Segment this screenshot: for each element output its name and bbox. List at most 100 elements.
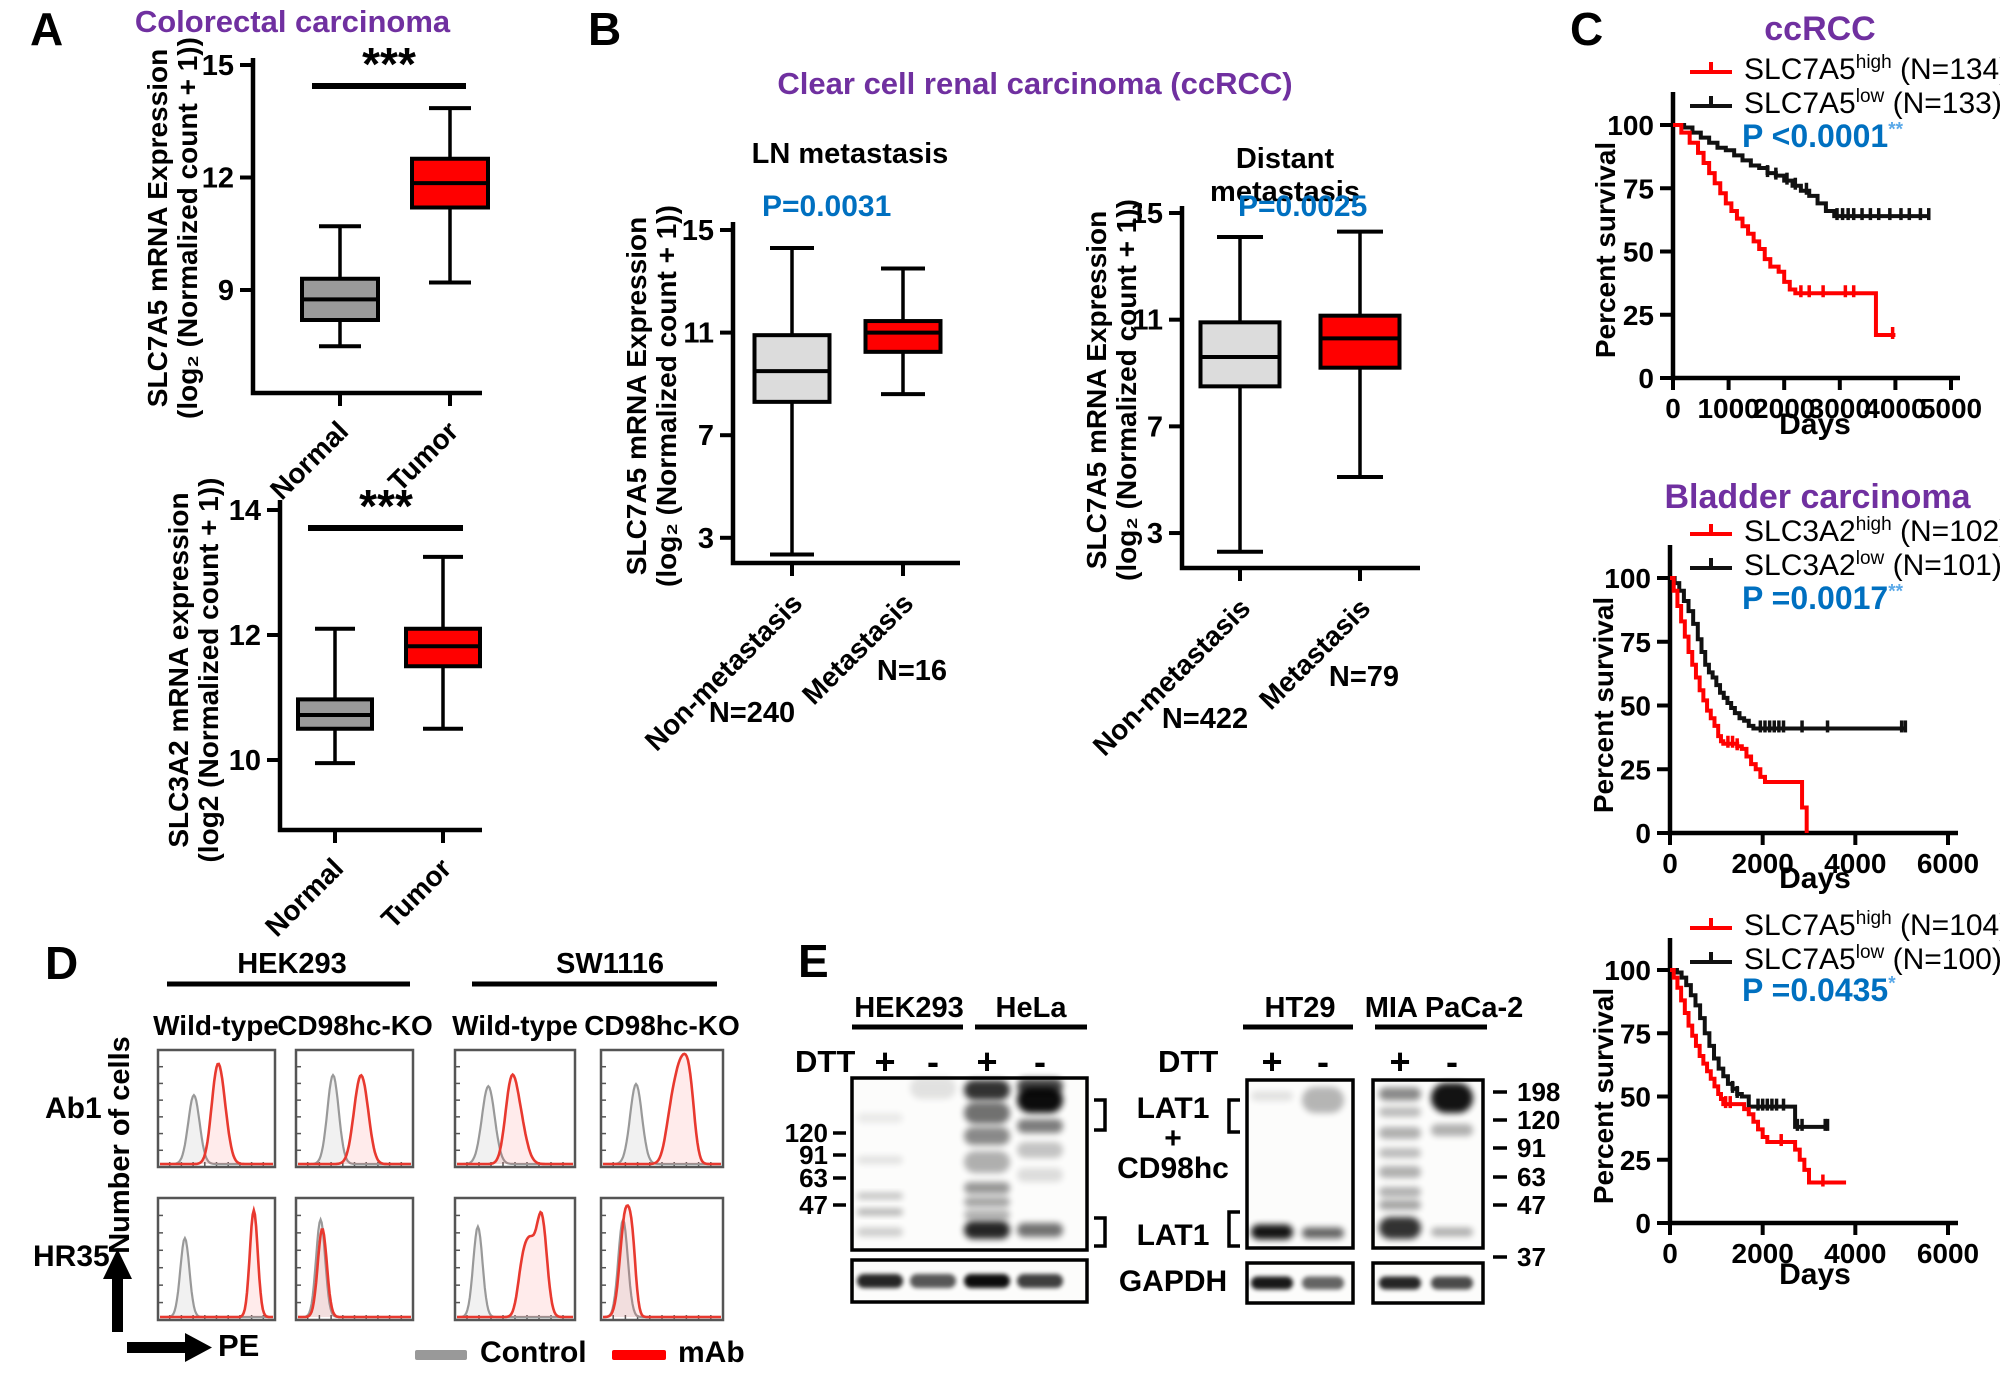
- svg-text:Normal: Normal: [259, 852, 349, 942]
- n-label: (N=133): [1892, 87, 2000, 120]
- svg-text:2000: 2000: [1753, 393, 1815, 424]
- svg-text:0: 0: [1638, 363, 1654, 394]
- svg-text:-: -: [1034, 1041, 1046, 1082]
- n-label: (N=101): [1892, 549, 2000, 582]
- control-legend-swatch: [415, 1350, 467, 1360]
- plus-line: +: [1164, 1122, 1182, 1155]
- d-row-hr35: HR35: [33, 1240, 110, 1273]
- svg-text:7: 7: [1147, 411, 1163, 443]
- svg-text:100: 100: [1607, 110, 1654, 141]
- c3-y-axis-label: Percent survival: [1588, 987, 1619, 1205]
- b1-y-axis-label: SLC7A5 mRNA Expression (log₂ (Normalized…: [621, 136, 683, 656]
- n-label: (N=102): [1900, 515, 2000, 548]
- svg-text:75: 75: [1620, 627, 1651, 658]
- e-complex-label: LAT1 + CD98hc: [1112, 1094, 1234, 1184]
- a2-y-label-line2: (log2 (Normalized count + 1)): [193, 477, 225, 863]
- svg-text:***: ***: [359, 480, 413, 532]
- svg-text:3: 3: [1147, 518, 1163, 550]
- panel-a-title: Colorectal carcinoma: [134, 4, 451, 39]
- e-right-dtt-label: DTT: [1158, 1044, 1219, 1079]
- svg-text:5000: 5000: [1920, 393, 1982, 424]
- svg-text:25: 25: [1620, 1145, 1651, 1176]
- c1-x-axis-label: Days: [1779, 408, 1851, 441]
- svg-text:63: 63: [1517, 1162, 1546, 1192]
- level: high: [1855, 514, 1892, 535]
- p-text: P =0.0435: [1742, 972, 1889, 1008]
- svg-text:7: 7: [698, 420, 714, 452]
- d-legend-control: Control: [480, 1336, 587, 1369]
- svg-text:0: 0: [1635, 818, 1651, 849]
- svg-text:4000: 4000: [1824, 1238, 1886, 1269]
- gene: SLC7A5: [1744, 87, 1856, 120]
- svg-text:1000: 1000: [1697, 393, 1759, 424]
- svg-text:0: 0: [1665, 393, 1681, 424]
- e-left-dtt-label: DTT: [795, 1044, 856, 1079]
- km-black-legend-icon: [1690, 557, 1732, 570]
- svg-text:4000: 4000: [1864, 393, 1926, 424]
- svg-text:6000: 6000: [1917, 848, 1979, 879]
- level: high: [1855, 908, 1892, 929]
- p-text: P =0.0017: [1742, 580, 1889, 616]
- svg-text:50: 50: [1620, 1082, 1651, 1113]
- b1-subtitle: LN metastasis: [751, 138, 949, 170]
- d-y-axis-label: Number of cells: [104, 1036, 136, 1254]
- svg-text:9: 9: [218, 275, 234, 307]
- e-group-miapaca2: MIA PaCa-2: [1364, 992, 1524, 1024]
- gene: SLC3A2: [1744, 515, 1856, 548]
- gene: SLC7A5: [1744, 53, 1856, 86]
- svg-text:120: 120: [785, 1118, 828, 1148]
- svg-text:75: 75: [1620, 1018, 1651, 1049]
- svg-text:Metastasis: Metastasis: [796, 587, 919, 710]
- panel-e-label: E: [798, 935, 829, 987]
- svg-text:N=422: N=422: [1162, 703, 1248, 735]
- c1-title: ccRCC: [1764, 10, 1876, 48]
- svg-text:2000: 2000: [1732, 848, 1794, 879]
- c3-legend-high-text: SLC7A5high (N=104): [1744, 908, 2000, 943]
- d-col-cd98hcko-2: CD98hc-KO: [584, 1010, 740, 1041]
- c3-legend-low-text: SLC7A5low (N=100): [1744, 942, 2000, 977]
- n-label: (N=100): [1892, 943, 2000, 976]
- svg-text:0: 0: [1662, 1238, 1678, 1269]
- svg-text:11: 11: [683, 318, 714, 350]
- level: low: [1855, 942, 1885, 963]
- b2-y-label-line1: SLC7A5 mRNA Expression: [1081, 210, 1112, 570]
- d-x-axis-label: PE: [218, 1328, 260, 1363]
- n-label: (N=134): [1900, 53, 2000, 86]
- km-black-legend-icon: [1690, 951, 1732, 964]
- svg-text:-: -: [1317, 1041, 1329, 1082]
- km-red-legend-icon: [1690, 523, 1732, 536]
- gene: SLC3A2: [1744, 549, 1856, 582]
- svg-text:37: 37: [1517, 1242, 1546, 1272]
- d-legend-mab: mAb: [678, 1336, 745, 1369]
- c2-legend-row-low: SLC3A2low (N=101): [1688, 548, 2000, 583]
- cd98hc-line: CD98hc: [1117, 1152, 1229, 1185]
- c2-legend-low-text: SLC3A2low (N=101): [1744, 548, 2000, 583]
- e-lat1-label: LAT1: [1136, 1219, 1210, 1252]
- svg-text:+: +: [1261, 1041, 1282, 1082]
- c1-legend-row-high: SLC7A5high (N=134): [1688, 52, 2000, 87]
- p-stars: **: [1888, 119, 1904, 141]
- d-col-wildtype-2: Wild-type: [452, 1010, 578, 1041]
- svg-text:N=79: N=79: [1329, 661, 1399, 693]
- n-label: (N=104): [1900, 909, 2000, 942]
- d-col-cd98hcko-1: CD98hc-KO: [277, 1010, 433, 1041]
- svg-text:Metastasis: Metastasis: [1253, 592, 1376, 715]
- b1-y-label-line2: (log₂ (Normalized count + 1)): [651, 205, 683, 587]
- svg-text:100: 100: [1604, 563, 1651, 594]
- c3-legend-row-low: SLC7A5low (N=100): [1688, 942, 2000, 977]
- c2-title: Bladder carcinoma: [1664, 478, 1971, 516]
- c1-legend-row-low: SLC7A5low (N=133): [1688, 86, 2000, 121]
- e-group-ht29: HT29: [1264, 992, 1336, 1024]
- svg-text:+: +: [976, 1041, 997, 1082]
- svg-text:198: 198: [1517, 1077, 1560, 1107]
- c1-p-value: P <0.0001**: [1742, 118, 1903, 155]
- gene: SLC7A5: [1744, 943, 1856, 976]
